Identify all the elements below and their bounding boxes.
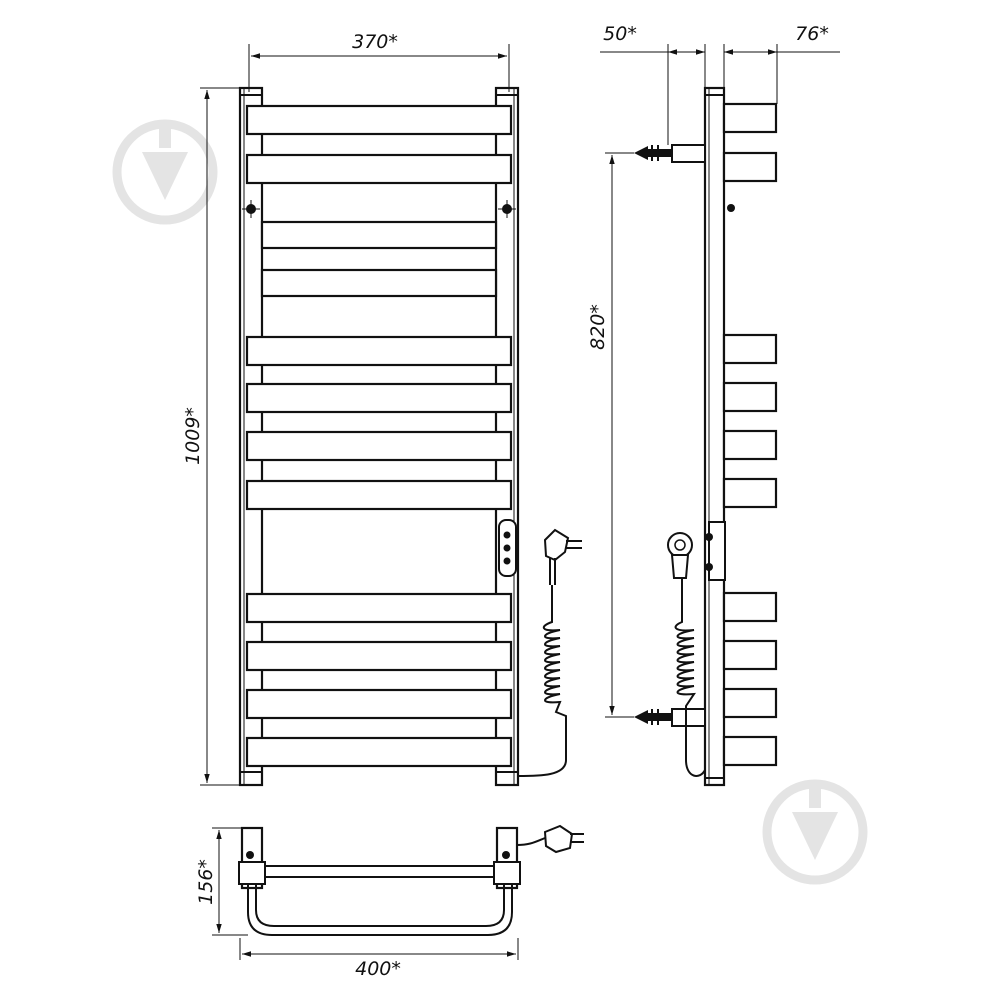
mount-point-icon	[498, 200, 516, 218]
front-view: 370* 1009*	[182, 31, 582, 787]
power-plug-icon	[667, 532, 693, 579]
power-plug-icon	[543, 528, 582, 585]
coiled-cord	[517, 585, 567, 777]
wall-anchor-icon	[634, 144, 706, 163]
dim-front-width: 370*	[352, 31, 398, 53]
side-post	[703, 86, 726, 787]
bottom-view: 156* 400*	[195, 824, 584, 980]
front-inner-rails	[260, 220, 498, 298]
side-coiled-cord	[674, 578, 706, 777]
mount-point-icon	[242, 200, 260, 218]
wall-anchor-icon	[634, 708, 706, 727]
side-rail-stubs	[722, 102, 778, 767]
dim-side-depth: 76*	[795, 23, 829, 45]
control-unit	[498, 519, 517, 577]
dim-bottom-depth: 156*	[195, 859, 217, 905]
side-control-unit	[708, 521, 726, 581]
dim-front-height: 1009*	[182, 407, 204, 465]
dim-bottom-width: 400*	[355, 958, 401, 980]
watermark-logo-icon	[762, 779, 868, 885]
watermark-logo-icon	[112, 119, 218, 225]
side-view: 50* 76* 820*	[587, 23, 840, 787]
dim-side-offset: 50*	[603, 23, 637, 45]
front-rails	[245, 104, 513, 768]
dim-mount-spacing: 820*	[587, 304, 609, 350]
power-plug-icon	[516, 824, 584, 854]
